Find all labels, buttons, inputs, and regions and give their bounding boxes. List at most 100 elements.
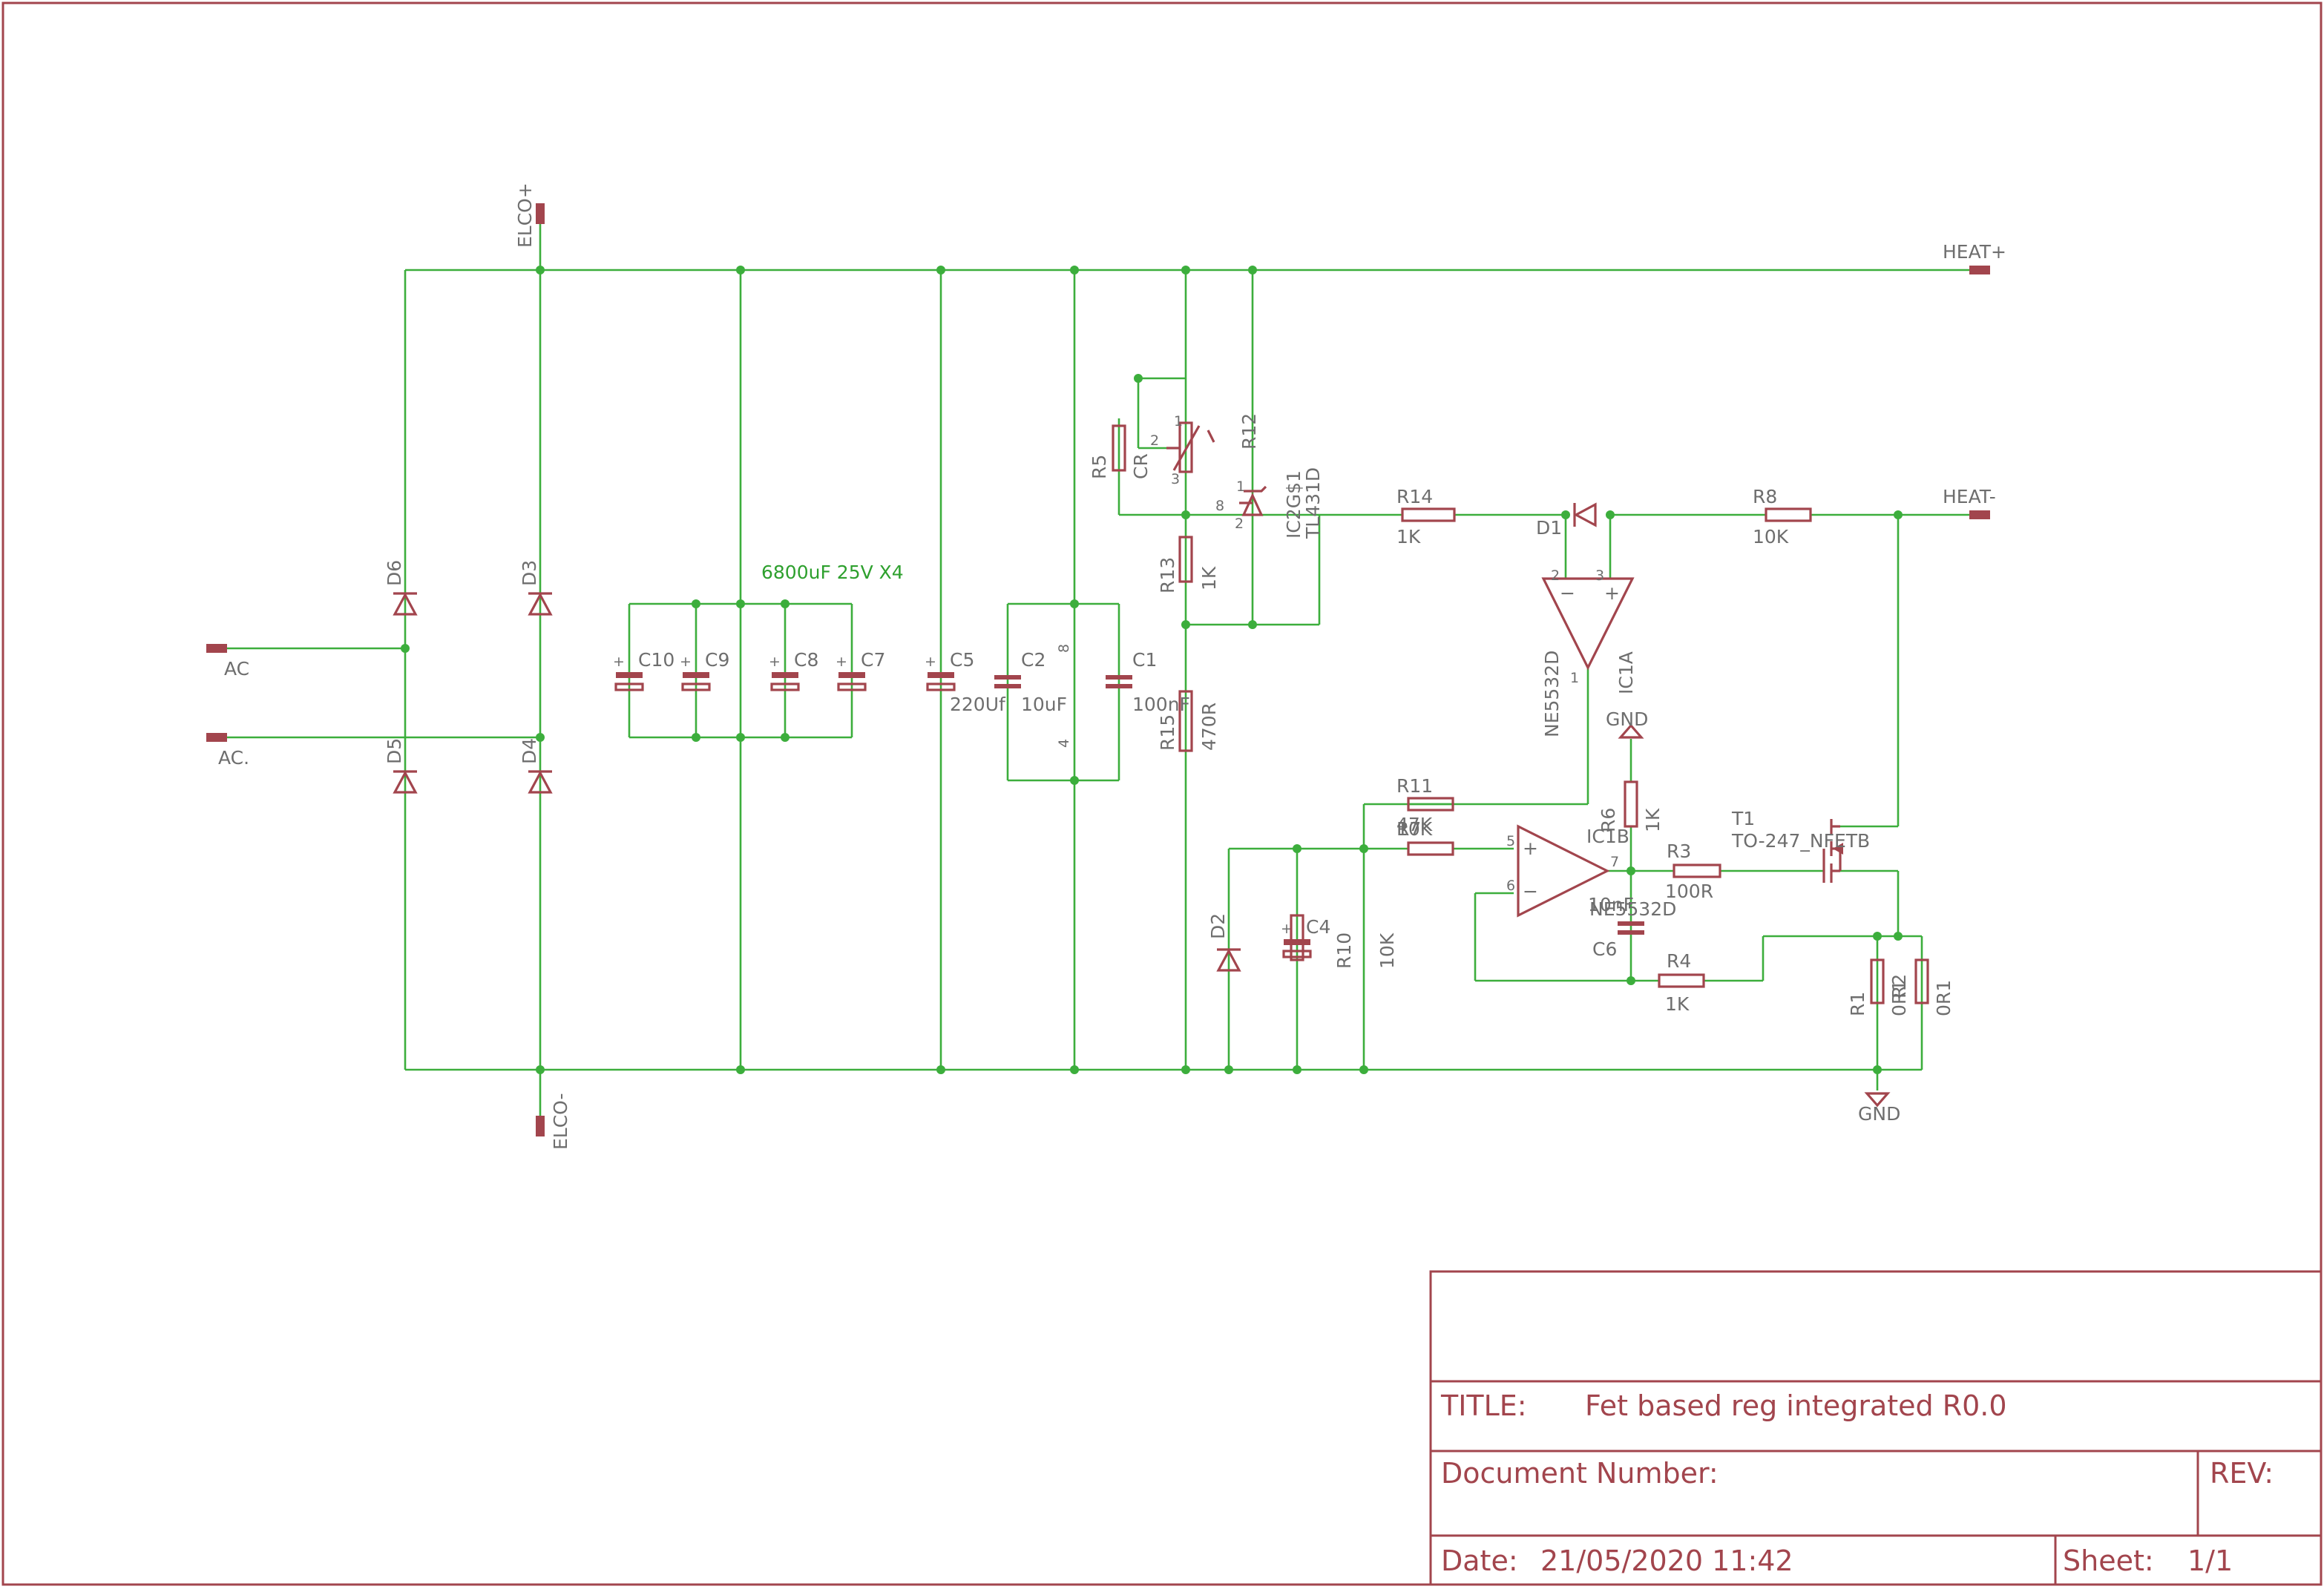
svg-text:C4: C4 bbox=[1306, 916, 1330, 938]
svg-text:0R1: 0R1 bbox=[1888, 980, 1910, 1016]
resistor-r6 bbox=[1624, 780, 1638, 828]
heat-plus-pad[interactable] bbox=[1969, 266, 1990, 274]
gnd-symbol-2 bbox=[1864, 1092, 1891, 1108]
svg-text:+: + bbox=[769, 654, 781, 670]
resistor-r3 bbox=[1673, 863, 1721, 878]
sheet-label: Sheet: bbox=[2063, 1544, 2154, 1577]
cap-c1 bbox=[1106, 675, 1132, 688]
svg-text:8: 8 bbox=[1215, 498, 1224, 514]
svg-text:TO-247_NFETB: TO-247_NFETB bbox=[1731, 830, 1870, 852]
cap-c2 bbox=[994, 675, 1021, 688]
svg-text:T1: T1 bbox=[1731, 808, 1755, 829]
svg-text:+: + bbox=[613, 654, 625, 670]
diode-d2 bbox=[1216, 948, 1241, 972]
svg-text:1: 1 bbox=[1570, 670, 1579, 686]
diode-d5 bbox=[393, 770, 418, 794]
svg-text:D3: D3 bbox=[519, 560, 540, 586]
svg-text:TL431D: TL431D bbox=[1302, 467, 1324, 539]
svg-text:C9: C9 bbox=[705, 649, 729, 671]
svg-text:IC2G$1: IC2G$1 bbox=[1283, 470, 1304, 539]
svg-text:4: 4 bbox=[1056, 739, 1072, 748]
svg-text:C6: C6 bbox=[1592, 938, 1617, 960]
cap-bank-note: 6800uF 25V X4 bbox=[761, 562, 904, 583]
svg-text:5: 5 bbox=[1506, 833, 1515, 849]
svg-text:R12: R12 bbox=[1238, 413, 1260, 450]
svg-text:R3: R3 bbox=[1667, 840, 1691, 862]
svg-text:1K: 1K bbox=[1396, 526, 1421, 547]
svg-text:NE5532D: NE5532D bbox=[1541, 651, 1563, 737]
ac-pad[interactable] bbox=[206, 644, 227, 653]
trimmer-r12 bbox=[1166, 421, 1215, 473]
title-block: TITLE: Fet based reg integrated R0.0 Doc… bbox=[1429, 1270, 2323, 1586]
svg-text:R2: R2 bbox=[1888, 974, 1910, 999]
heat-minus-label: HEAT- bbox=[1943, 486, 1996, 507]
ac2-pad[interactable] bbox=[206, 733, 227, 742]
svg-text:10K: 10K bbox=[1753, 526, 1789, 547]
svg-text:1K: 1K bbox=[1665, 993, 1690, 1015]
resistor-r8 bbox=[1765, 507, 1812, 522]
cap-c7: + bbox=[836, 654, 867, 691]
svg-text:10K: 10K bbox=[1396, 818, 1433, 840]
mosfet-t1 bbox=[1822, 819, 1843, 883]
svg-text:R11: R11 bbox=[1396, 775, 1433, 797]
svg-text:7: 7 bbox=[1610, 854, 1619, 870]
svg-text:220Uf: 220Uf bbox=[950, 694, 1006, 715]
svg-text:6: 6 bbox=[1506, 878, 1515, 894]
tl431-ic2 bbox=[1239, 485, 1267, 516]
resistor-r5 bbox=[1112, 424, 1126, 472]
elco-minus-label: ELCO- bbox=[550, 1093, 571, 1150]
svg-text:D2: D2 bbox=[1207, 913, 1229, 939]
svg-text:D6: D6 bbox=[384, 560, 405, 586]
resistor-r4 bbox=[1658, 973, 1705, 988]
svg-text:C2: C2 bbox=[1021, 649, 1046, 671]
rev-label: REV: bbox=[2210, 1457, 2274, 1490]
svg-text:IC1A: IC1A bbox=[1615, 651, 1637, 694]
gnd-label-2: GND bbox=[1858, 1103, 1900, 1125]
gnd-symbol-1 bbox=[1618, 723, 1644, 739]
svg-text:100R: 100R bbox=[1665, 881, 1713, 902]
cap-c4: + bbox=[1281, 921, 1312, 958]
resistor-r7 bbox=[1407, 841, 1454, 856]
labels: ELCO+ ELCO- AC AC. HEAT+ HEAT- GND GND 6… bbox=[218, 182, 2006, 1150]
svg-text:R4: R4 bbox=[1667, 950, 1691, 972]
elco-minus-pad[interactable] bbox=[536, 1116, 545, 1136]
elco-plus-label: ELCO+ bbox=[514, 182, 536, 248]
svg-text:D4: D4 bbox=[519, 738, 540, 764]
opamp-ic1a: − + bbox=[1541, 577, 1635, 671]
svg-text:+: + bbox=[680, 654, 692, 670]
diode-d1 bbox=[1573, 502, 1597, 527]
svg-text:C8: C8 bbox=[794, 649, 818, 671]
svg-text:1: 1 bbox=[1236, 478, 1245, 495]
sheet-value: 1/1 bbox=[2187, 1544, 2233, 1577]
svg-text:0R1: 0R1 bbox=[1933, 980, 1954, 1016]
svg-text:NE5532D: NE5532D bbox=[1589, 898, 1676, 920]
elco-plus-pad[interactable] bbox=[536, 203, 545, 224]
diode-d4 bbox=[528, 770, 553, 794]
heat-minus-pad[interactable] bbox=[1969, 510, 1990, 519]
title-label: TITLE: bbox=[1440, 1389, 1527, 1422]
svg-text:+: + bbox=[1604, 582, 1620, 604]
gnd-label-1: GND bbox=[1606, 708, 1648, 730]
svg-text:D5: D5 bbox=[384, 738, 405, 764]
diode-d6 bbox=[393, 592, 418, 616]
svg-text:+: + bbox=[925, 654, 936, 670]
svg-text:3: 3 bbox=[1595, 568, 1604, 584]
svg-text:+: + bbox=[1523, 838, 1538, 859]
svg-text:R1: R1 bbox=[1847, 992, 1868, 1016]
opamp-ic1b: + − bbox=[1517, 824, 1610, 918]
svg-text:2: 2 bbox=[1150, 432, 1159, 449]
document-number-label: Document Number: bbox=[1441, 1457, 1719, 1490]
svg-text:10nF: 10nF bbox=[1588, 894, 1634, 915]
cap-c10: + bbox=[613, 654, 644, 691]
resistor-r14 bbox=[1401, 507, 1456, 522]
junctions bbox=[401, 266, 1903, 1074]
svg-text:−: − bbox=[1560, 582, 1575, 604]
resistor-r13 bbox=[1178, 536, 1193, 583]
svg-text:10K: 10K bbox=[1376, 932, 1398, 969]
svg-text:C1: C1 bbox=[1132, 649, 1157, 671]
cap-c6 bbox=[1618, 921, 1644, 935]
svg-text:1K: 1K bbox=[1198, 566, 1220, 590]
cap-c8: + bbox=[769, 654, 800, 691]
